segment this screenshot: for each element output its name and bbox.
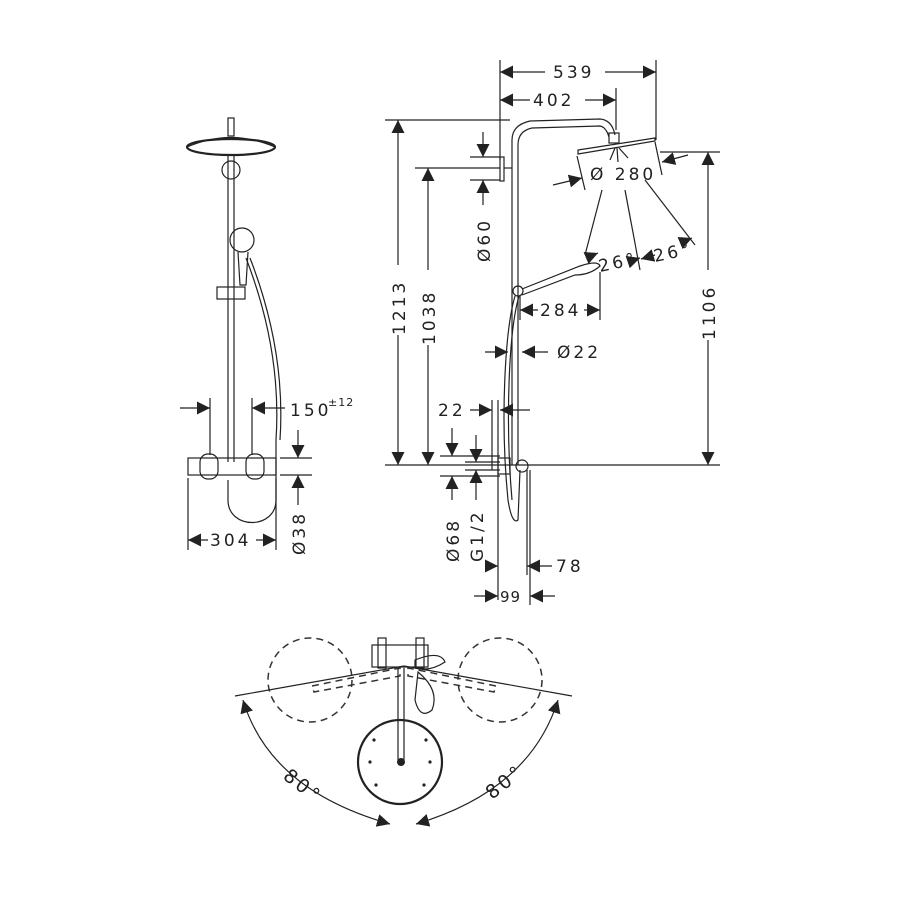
side-view: 539 402 1213 1038 1106 Ø60 Ø 280 [385,60,720,606]
front-view: 150 ±12 304 Ø38 [180,117,354,555]
hand-shower [229,227,255,253]
overhead-shower-head [185,137,277,157]
dim-1106: 1106 [700,285,720,340]
dim-99: 99 [500,588,521,606]
dim-1038: 1038 [420,290,440,345]
dim-539: 539 [553,63,594,83]
dim-diameter-60: Ø60 [475,218,495,262]
dim-402: 402 [533,91,574,111]
hand-shower-side [521,262,601,296]
dim-diameter-68: Ø68 [444,518,464,562]
rotation-arc-left [240,699,391,827]
wall-holder [221,160,241,180]
hose [227,257,278,523]
shower-arm [511,118,616,465]
dim-1213: 1213 [390,280,410,335]
dim-150: 150 [290,401,331,421]
overhead-shower-side [577,137,656,155]
dim-angle-80-left: 80° [279,765,326,809]
slider-side [512,285,524,297]
dim-78: 78 [556,557,584,577]
dim-diameter-38: Ø38 [290,511,310,555]
dim-angle-26-right: 26° [652,239,694,267]
rotation-arc-right [415,699,561,827]
dim-284: 284 [540,301,581,321]
slider [216,286,246,300]
thermostat [187,457,277,476]
dim-diameter-280: Ø 280 [590,165,656,185]
hose-side [503,295,521,522]
wall-holder-side [499,156,505,182]
dim-angle-26-left: 26° [597,249,639,277]
dim-304: 304 [210,531,251,551]
thermostat-top [371,644,429,668]
dim-angle-80-right: 80° [482,760,529,804]
dim-diameter-22: Ø22 [557,343,601,363]
dim-150-tolerance: ±12 [328,396,354,409]
swivel-position-right [457,637,543,723]
top-view: 80° 80° [234,637,573,827]
dim-connection-g12: G1/2 [468,509,488,562]
dim-22: 22 [438,401,466,421]
